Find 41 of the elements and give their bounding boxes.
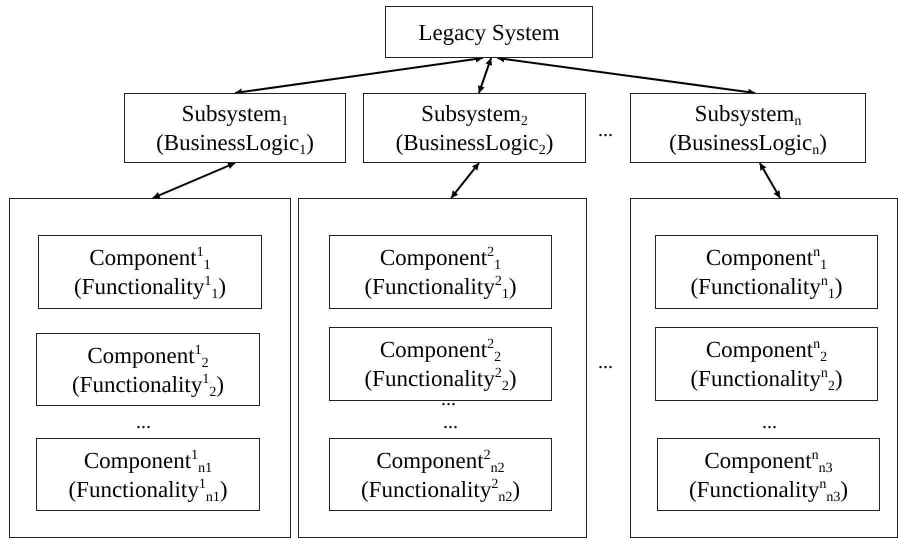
- component-box: [655, 327, 878, 401]
- node-subtitle: (BusinessLogic$_{1}$): [156, 129, 314, 157]
- node-subtitle: (Functionality$^{n}$$_{2}$): [690, 365, 842, 393]
- double-arrow: [758, 162, 781, 198]
- subsystem-box: [124, 93, 346, 163]
- node-subtitle: (BusinessLogic$_{n}$): [669, 129, 827, 157]
- node-subtitle: (Functionality$^{n}$$_{1}$): [690, 273, 842, 301]
- node-subtitle: (Functionality$^{1}$$_{n1}$): [68, 476, 228, 504]
- subsystem-box: [363, 93, 586, 163]
- component-box: [655, 235, 878, 309]
- double-arrow: [234, 56, 483, 96]
- node-subtitle: (Functionality$^{1}$$_{1}$): [74, 273, 226, 301]
- ellipsis-text: ...: [598, 120, 613, 140]
- node-subtitle: (BusinessLogic$_{2}$): [396, 129, 554, 157]
- component-box: [329, 327, 552, 401]
- component-box: [329, 438, 552, 511]
- container-box: [298, 198, 587, 538]
- component-box: [329, 235, 552, 309]
- double-arrow: [450, 162, 480, 199]
- node-title: Subsystem$_{n}$: [694, 100, 802, 128]
- subsystem-box: [630, 93, 866, 163]
- ellipsis-text: ...: [598, 352, 613, 372]
- component-box: [657, 438, 880, 511]
- ellipsis-text: ...: [443, 412, 458, 432]
- component-box: [38, 235, 262, 309]
- node-subtitle: (Functionality$^{1}$$_{2}$): [72, 370, 224, 398]
- system-box: [385, 6, 593, 58]
- double-arrow: [478, 58, 492, 94]
- container-box: [630, 198, 898, 538]
- node-subtitle: (Functionality$^{2}$$_{1}$): [364, 273, 516, 301]
- ellipsis-text: ...: [136, 412, 151, 432]
- node-title: Subsystem$_{1}$: [182, 100, 288, 128]
- node-subtitle: (Functionality$^{2}$$_{n2}$): [361, 476, 520, 504]
- component-box: [36, 438, 260, 511]
- node-subtitle: (Functionality$^{n}$$_{n3}$): [689, 476, 848, 504]
- double-arrow: [152, 162, 236, 199]
- node-title: Subsystem$_{2}$: [421, 100, 528, 128]
- component-box: [36, 333, 260, 406]
- node-title: Legacy System: [418, 18, 560, 46]
- container-box: [9, 198, 291, 538]
- ellipsis-text: ...: [762, 412, 777, 432]
